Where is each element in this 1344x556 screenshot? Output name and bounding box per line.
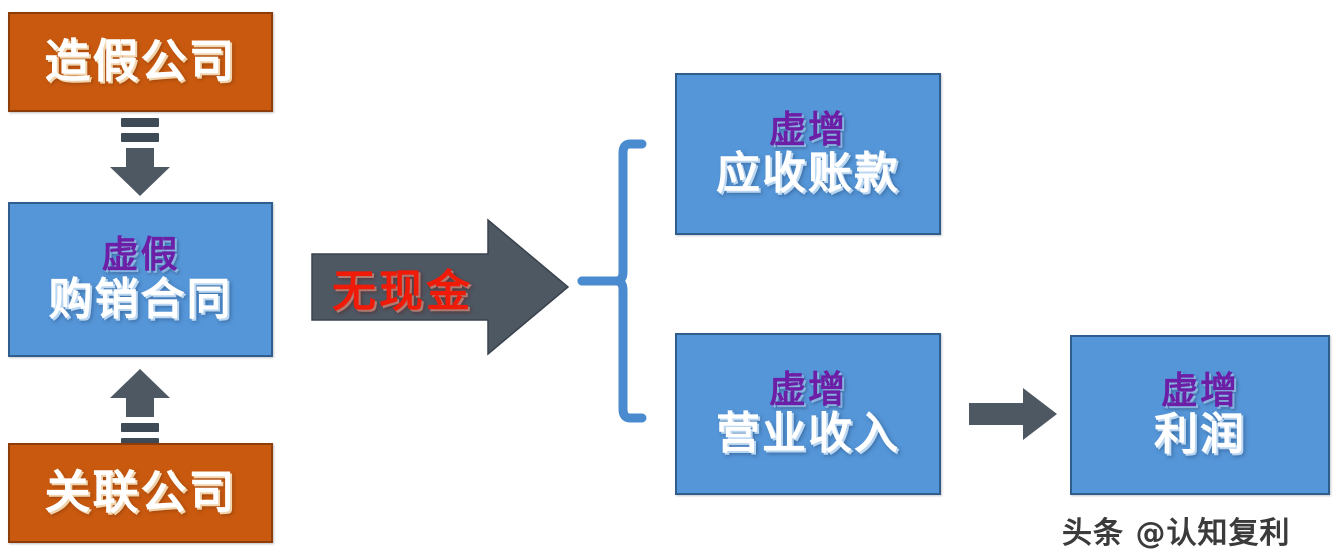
node-revenue[interactable]: 虚增 营业收入: [675, 333, 941, 495]
node-profit[interactable]: 虚增 利润: [1070, 335, 1330, 495]
node-receivables-line-top: 虚增: [769, 107, 847, 151]
node-profit-line-main: 利润: [1154, 409, 1246, 461]
no-cash-arrow: 无现金: [310, 212, 572, 362]
watermark-text: 头条 @认知复利: [1062, 516, 1291, 551]
right-brace: [576, 138, 648, 424]
small-right-arrow: [967, 385, 1059, 443]
node-revenue-line-top: 虚增: [769, 367, 847, 411]
node-profit-line-top: 虚增: [1161, 368, 1239, 412]
no-cash-arrow-label: 无现金: [332, 266, 473, 317]
node-fake-contract-line-top: 虚假: [101, 233, 180, 277]
node-fake-contract-line-main: 购销合同: [48, 273, 233, 325]
node-fake-contract[interactable]: 虚假 购销合同: [8, 202, 273, 357]
node-receivables[interactable]: 虚增 应收账款: [675, 73, 941, 235]
node-fake-company-label: 造假公司: [44, 34, 237, 89]
node-related-company-label: 关联公司: [44, 465, 237, 520]
node-receivables-line-main: 应收账款: [716, 148, 900, 200]
striped-up-arrow: [104, 363, 176, 453]
node-fake-company[interactable]: 造假公司: [8, 12, 273, 112]
node-related-company[interactable]: 关联公司: [8, 443, 273, 543]
striped-down-arrow: [104, 112, 176, 202]
node-revenue-line-main: 营业收入: [716, 408, 900, 460]
